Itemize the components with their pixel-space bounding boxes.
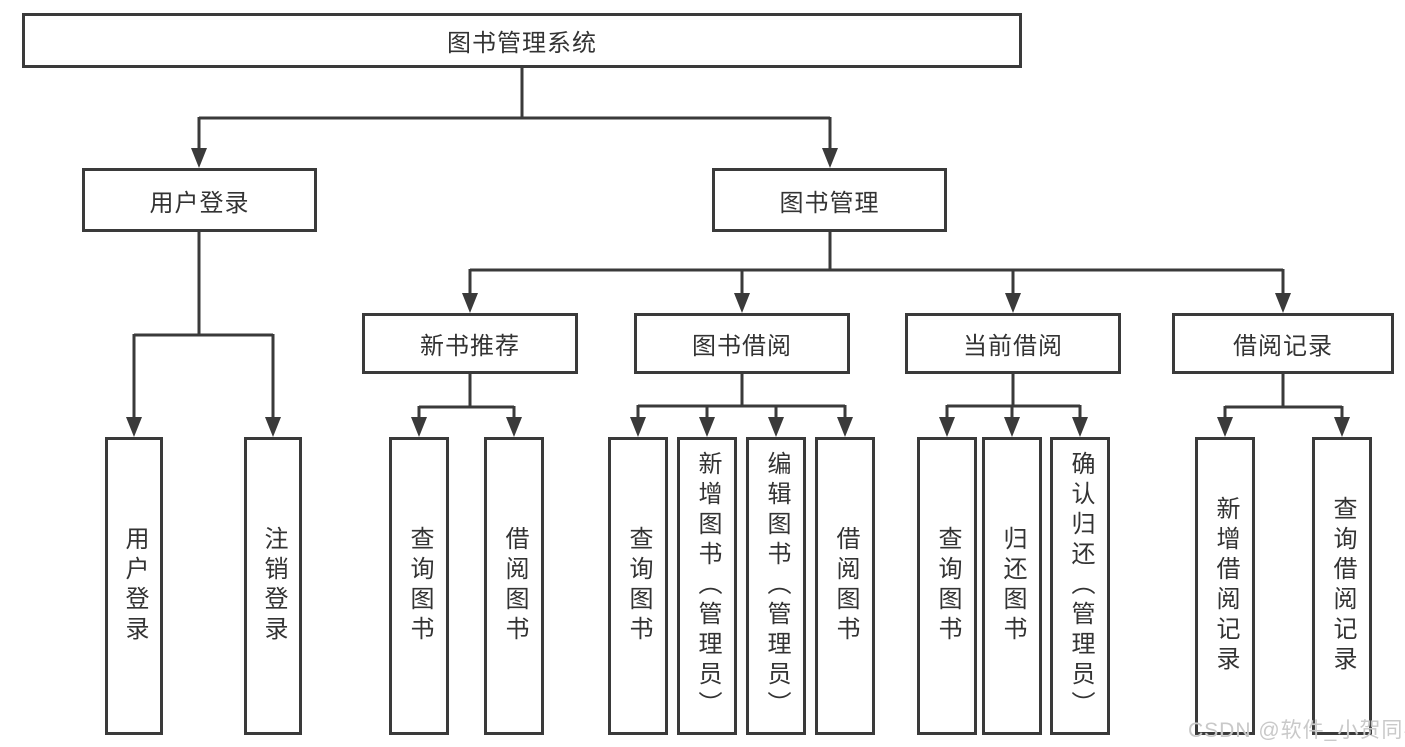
leaf-borrowing-edit-books-admin: 编辑图书（管理员）	[746, 437, 806, 735]
leaf-user-login-label: 用户登录	[121, 526, 148, 646]
leaf-borrowing-add-books-admin: 新增图书（管理员）	[677, 437, 737, 735]
leaf-current-confirm-return-admin-label: 确认归还（管理员）	[1067, 451, 1094, 721]
node-current-borrowing: 当前借阅	[905, 313, 1121, 374]
node-borrowing-records: 借阅记录	[1172, 313, 1394, 374]
node-root-library-management-system: 图书管理系统	[22, 13, 1022, 68]
leaf-records-query-borrow-record-label: 查询借阅记录	[1329, 496, 1356, 676]
leaf-current-return-books-label: 归还图书	[999, 526, 1026, 646]
node-user-login-group-label: 用户登录	[149, 189, 250, 217]
leaf-newbook-borrow-books: 借阅图书	[484, 437, 544, 735]
node-current-borrowing-label: 当前借阅	[963, 333, 1063, 360]
leaf-borrowing-edit-books-admin-label: 编辑图书（管理员）	[763, 451, 790, 721]
node-book-borrowing: 图书借阅	[634, 313, 850, 374]
leaf-records-add-borrow-record-label: 新增借阅记录	[1212, 496, 1239, 676]
leaf-records-add-borrow-record: 新增借阅记录	[1195, 437, 1255, 735]
csdn-watermark: CSDN @软件_小贺同学	[1188, 719, 1405, 742]
leaf-current-return-books: 归还图书	[982, 437, 1042, 735]
leaf-current-query-books-label: 查询图书	[934, 526, 961, 646]
node-new-book-recommendation: 新书推荐	[362, 313, 578, 374]
leaf-current-confirm-return-admin: 确认归还（管理员）	[1050, 437, 1110, 735]
leaf-logout-label: 注销登录	[260, 526, 287, 646]
leaf-borrowing-add-books-admin-label: 新增图书（管理员）	[694, 451, 721, 721]
leaf-newbook-query-books-label: 查询图书	[406, 526, 433, 646]
node-book-management-group: 图书管理	[712, 168, 947, 232]
leaf-borrowing-borrow-books: 借阅图书	[815, 437, 875, 735]
leaf-borrowing-query-books: 查询图书	[608, 437, 668, 735]
node-borrowing-records-label: 借阅记录	[1233, 333, 1333, 360]
leaf-records-query-borrow-record: 查询借阅记录	[1312, 437, 1372, 735]
leaf-newbook-borrow-books-label: 借阅图书	[501, 526, 528, 646]
leaf-user-login: 用户登录	[105, 437, 163, 735]
node-user-login-group: 用户登录	[82, 168, 317, 232]
node-new-book-recommendation-label: 新书推荐	[420, 333, 520, 360]
leaf-borrowing-borrow-books-label: 借阅图书	[832, 526, 859, 646]
node-root-label: 图书管理系统	[447, 30, 597, 57]
node-book-management-group-label: 图书管理	[779, 189, 880, 217]
leaf-borrowing-query-books-label: 查询图书	[625, 526, 652, 646]
leaf-current-query-books: 查询图书	[917, 437, 977, 735]
leaf-logout: 注销登录	[244, 437, 302, 735]
node-book-borrowing-label: 图书借阅	[692, 333, 792, 360]
leaf-newbook-query-books: 查询图书	[389, 437, 449, 735]
